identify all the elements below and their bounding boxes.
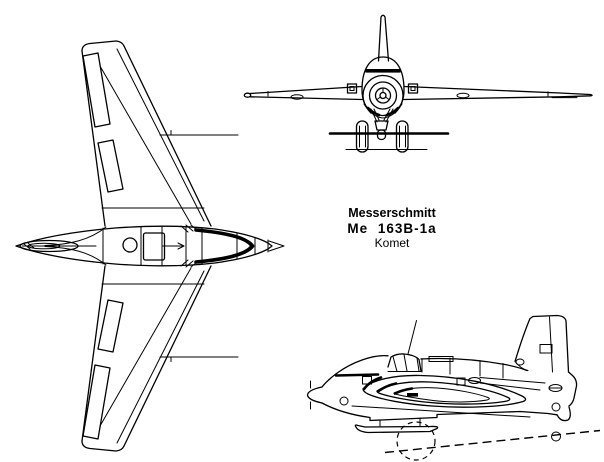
wing-tip bbox=[81, 40, 125, 52]
plan-canopy-rect bbox=[142, 232, 166, 261]
caption-line2: Me 163B-1a bbox=[347, 221, 436, 236]
root-fillet bbox=[44, 246, 107, 266]
plan-headrest-circle bbox=[122, 237, 138, 253]
front-fin bbox=[377, 14, 390, 62]
plan-spinner bbox=[267, 239, 285, 253]
elevon-outer bbox=[82, 52, 111, 128]
top-view bbox=[15, 40, 285, 452]
front-ring-outer bbox=[362, 74, 404, 117]
side-canopy bbox=[387, 353, 422, 372]
wing-leading-edge bbox=[123, 265, 212, 447]
side-tail bbox=[479, 371, 578, 422]
wing-spar-lines bbox=[99, 48, 205, 225]
front-cowl-shadow bbox=[366, 106, 400, 117]
landing-skid bbox=[354, 424, 439, 434]
datum-line bbox=[159, 130, 239, 136]
elevon-outer bbox=[82, 364, 111, 440]
side-nose-panel bbox=[334, 373, 380, 377]
wing-spar-lines bbox=[99, 267, 205, 444]
plan-fuselage bbox=[15, 225, 273, 267]
caption-line3: Komet bbox=[375, 236, 410, 250]
plan-station-lines bbox=[102, 226, 203, 266]
fin-root-port bbox=[515, 358, 525, 366]
plan-windscreen bbox=[194, 228, 255, 264]
front-root-square-right bbox=[407, 83, 419, 94]
plan-root-hatch-top bbox=[180, 224, 198, 233]
antenna-mast bbox=[407, 320, 417, 355]
side-fuselage-bottom bbox=[321, 402, 558, 422]
nose-port bbox=[339, 396, 349, 406]
front-root-square-left bbox=[346, 83, 358, 94]
side-wing-sections bbox=[351, 374, 531, 418]
plan-fin-hatch bbox=[21, 242, 97, 250]
dolly-wheel-right bbox=[395, 120, 409, 153]
dolly-wheel-left bbox=[355, 120, 369, 153]
front-hub bbox=[379, 91, 387, 100]
nose-hatch bbox=[362, 376, 372, 385]
spine-hatch bbox=[428, 356, 454, 362]
side-fuselage-top bbox=[321, 355, 389, 388]
plan-nose-inner bbox=[224, 232, 256, 260]
caption: Messerschmitt Me 163B-1a Komet bbox=[347, 206, 436, 250]
plan-wing-upper bbox=[44, 40, 239, 246]
front-view bbox=[243, 14, 593, 153]
side-spinner bbox=[306, 386, 323, 404]
wing-trailing-edge bbox=[81, 265, 106, 442]
elevon-inner bbox=[97, 139, 124, 193]
plan-root-hatch-bottom bbox=[180, 259, 198, 268]
side-view bbox=[306, 314, 601, 461]
front-canopy-bar bbox=[365, 69, 401, 73]
tail-wheel bbox=[551, 431, 561, 442]
elevon-inner bbox=[97, 299, 124, 353]
wing-leading-edge bbox=[123, 45, 212, 227]
front-ring-mid bbox=[368, 81, 398, 110]
dolly-wheel-ghost bbox=[396, 421, 436, 461]
plan-arrow bbox=[162, 242, 185, 250]
datum-line bbox=[159, 356, 239, 362]
front-prop-blades bbox=[376, 88, 390, 100]
front-wing-left bbox=[243, 85, 363, 101]
front-cowl-arc bbox=[363, 103, 403, 119]
side-ground-line bbox=[384, 429, 601, 454]
front-wing-right bbox=[403, 85, 593, 101]
plan-fairing-lines bbox=[101, 207, 205, 285]
root-fillet bbox=[44, 226, 107, 246]
wing-trailing-edge bbox=[81, 50, 106, 227]
front-fuselage bbox=[361, 56, 405, 114]
side-panel-lines bbox=[421, 357, 504, 379]
side-turtledeck bbox=[420, 357, 528, 372]
plan-wing-lower bbox=[44, 246, 239, 452]
wing-tip bbox=[81, 440, 125, 452]
caption-line1: Messerschmitt bbox=[348, 206, 436, 220]
